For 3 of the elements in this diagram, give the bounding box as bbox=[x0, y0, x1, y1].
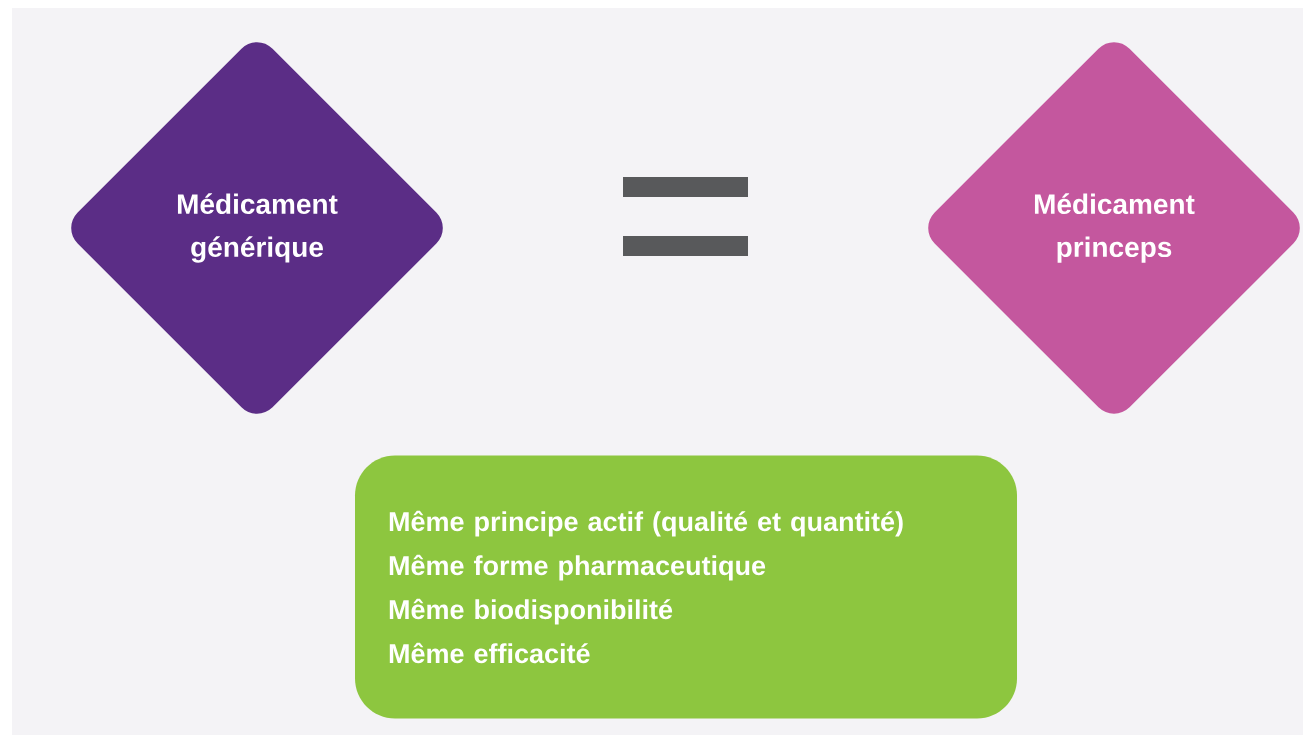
diamond-box: Médicament générique bbox=[71, 42, 443, 414]
diamond-box: Médicament princeps bbox=[928, 42, 1300, 414]
info-box: Même principe actif (qualité et quantité) Même forme pharmaceutique Même biodisponibilité Même efficacité bbox=[355, 455, 1017, 719]
